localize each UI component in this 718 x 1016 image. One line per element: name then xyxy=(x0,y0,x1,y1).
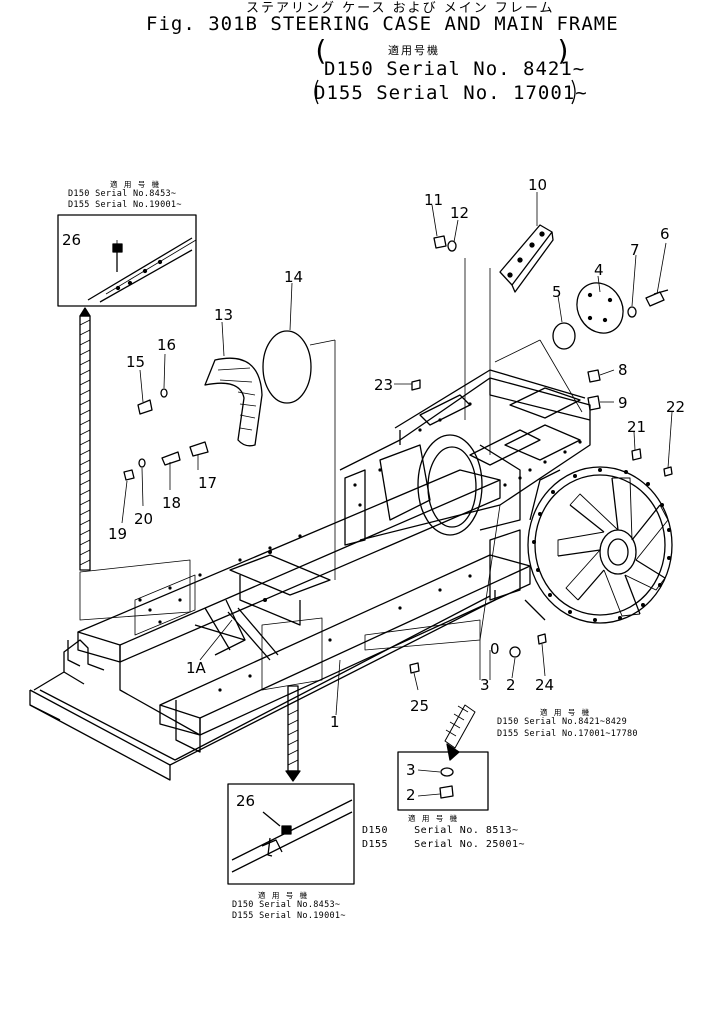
label-part-11: 11 xyxy=(424,191,444,209)
part-20-washer xyxy=(138,458,146,468)
part-18-bolt xyxy=(161,451,181,466)
detail-top-left-line1: D150 Serial No.8453~ xyxy=(68,189,177,199)
label-part-26-top: 26 xyxy=(62,231,82,249)
part-6-bolt xyxy=(645,289,669,307)
serial-d150: D150 Serial No. 8421~ xyxy=(324,58,586,80)
label-part-18: 18 xyxy=(162,494,182,512)
detail-bottom-line1: D150 Serial No.8453~ xyxy=(232,900,341,910)
detail-right2-caption: 適 用 号 機 xyxy=(408,814,460,823)
paren-open-2-shape xyxy=(314,79,319,105)
label-part-25: 25 xyxy=(410,697,430,715)
label-part-3-detail: 3 xyxy=(406,761,416,779)
label-part-1a: 1A xyxy=(186,659,206,677)
part-21-plug xyxy=(631,448,642,461)
part-22-plug xyxy=(663,466,673,477)
detail-right1-line2: D155 Serial No.17001~17780 xyxy=(497,729,638,739)
part-2-plug xyxy=(509,646,521,658)
detail-top-left-line2: D155 Serial No.19001~ xyxy=(68,200,182,210)
paren-open-1: ( xyxy=(312,34,330,67)
arrow-bottom xyxy=(285,685,301,782)
label-part-2-detail: 2 xyxy=(406,786,416,804)
label-part-1: 1 xyxy=(330,713,340,731)
label-part-8: 8 xyxy=(618,361,628,379)
part-9-plug xyxy=(587,395,601,411)
label-part-23: 23 xyxy=(374,376,394,394)
part-11-nut xyxy=(433,235,447,249)
part-16-washer xyxy=(160,388,168,398)
label-part-26-bottom: 26 xyxy=(236,792,256,810)
detail-right1-line1: D150 Serial No.8421~8429 xyxy=(497,717,628,727)
label-part-5: 5 xyxy=(552,283,562,301)
detail-right2-line1: D150 Serial No. 8513~ xyxy=(362,825,519,836)
jp-title: ステアリング ケース および メイン フレーム xyxy=(246,1,555,16)
detail-box-top-left xyxy=(57,214,197,307)
part-23-bolt xyxy=(411,379,421,391)
label-part-19: 19 xyxy=(108,525,128,543)
label-part-13: 13 xyxy=(214,306,234,324)
part-25-bolt xyxy=(409,662,420,674)
label-part-24: 24 xyxy=(535,676,555,694)
label-part-17: 17 xyxy=(198,474,218,492)
label-part-3: 3 xyxy=(480,676,490,694)
paren-close-1: ) xyxy=(555,34,573,67)
part-15-bolt xyxy=(137,399,153,415)
part-14-oring xyxy=(262,330,312,404)
detail-top-left-caption: 適 用 号 機 xyxy=(110,180,162,189)
label-part-7: 7 xyxy=(630,241,640,259)
figure-title: Fig. 301B STEERING CASE AND MAIN FRAME xyxy=(146,13,619,35)
label-part-22: 22 xyxy=(666,398,686,416)
part-13-ring xyxy=(204,357,263,447)
label-part-15: 15 xyxy=(126,353,146,371)
part-8-plug xyxy=(587,369,601,383)
part-17-pin xyxy=(189,441,209,457)
detail-right1-caption: 適 用 号 機 xyxy=(540,708,592,717)
part-7-washer xyxy=(627,306,637,318)
part-19-nut xyxy=(123,469,135,481)
label-part-16: 16 xyxy=(157,336,177,354)
part-4-plate xyxy=(576,282,624,334)
detail-bottom-caption: 適 用 号 機 xyxy=(258,891,310,900)
label-part-9: 9 xyxy=(618,394,628,412)
label-part-21: 21 xyxy=(627,418,647,436)
leader-lines xyxy=(116,192,673,716)
detail-box-right-2 xyxy=(397,751,489,811)
label-part-20: 20 xyxy=(134,510,154,528)
label-part-4: 4 xyxy=(594,261,604,279)
paren-close-2-shape xyxy=(571,79,576,105)
assembly-guides xyxy=(79,258,583,680)
label-part-14: 14 xyxy=(284,268,304,286)
main-frame-shape xyxy=(29,369,673,781)
label-part-0: 0 xyxy=(490,640,500,658)
label-part-2: 2 xyxy=(506,676,516,694)
label-part-10: 10 xyxy=(528,176,548,194)
applicable-caption: 適用号機 xyxy=(388,44,440,57)
detail-right2-line2: D155 Serial No. 25001~ xyxy=(362,839,526,850)
part-12-washer xyxy=(447,240,457,252)
serial-d155: D155 Serial No. 17001~ xyxy=(314,82,588,104)
detail-bottom-line2: D155 Serial No.19001~ xyxy=(232,911,346,921)
detail-box-bottom xyxy=(227,783,355,885)
part-5-oring xyxy=(552,322,576,350)
label-part-12: 12 xyxy=(450,204,470,222)
arrow-top-left xyxy=(79,307,91,571)
label-part-6: 6 xyxy=(660,225,670,243)
part-10-cover xyxy=(499,224,554,293)
part-24-plug xyxy=(537,633,547,645)
